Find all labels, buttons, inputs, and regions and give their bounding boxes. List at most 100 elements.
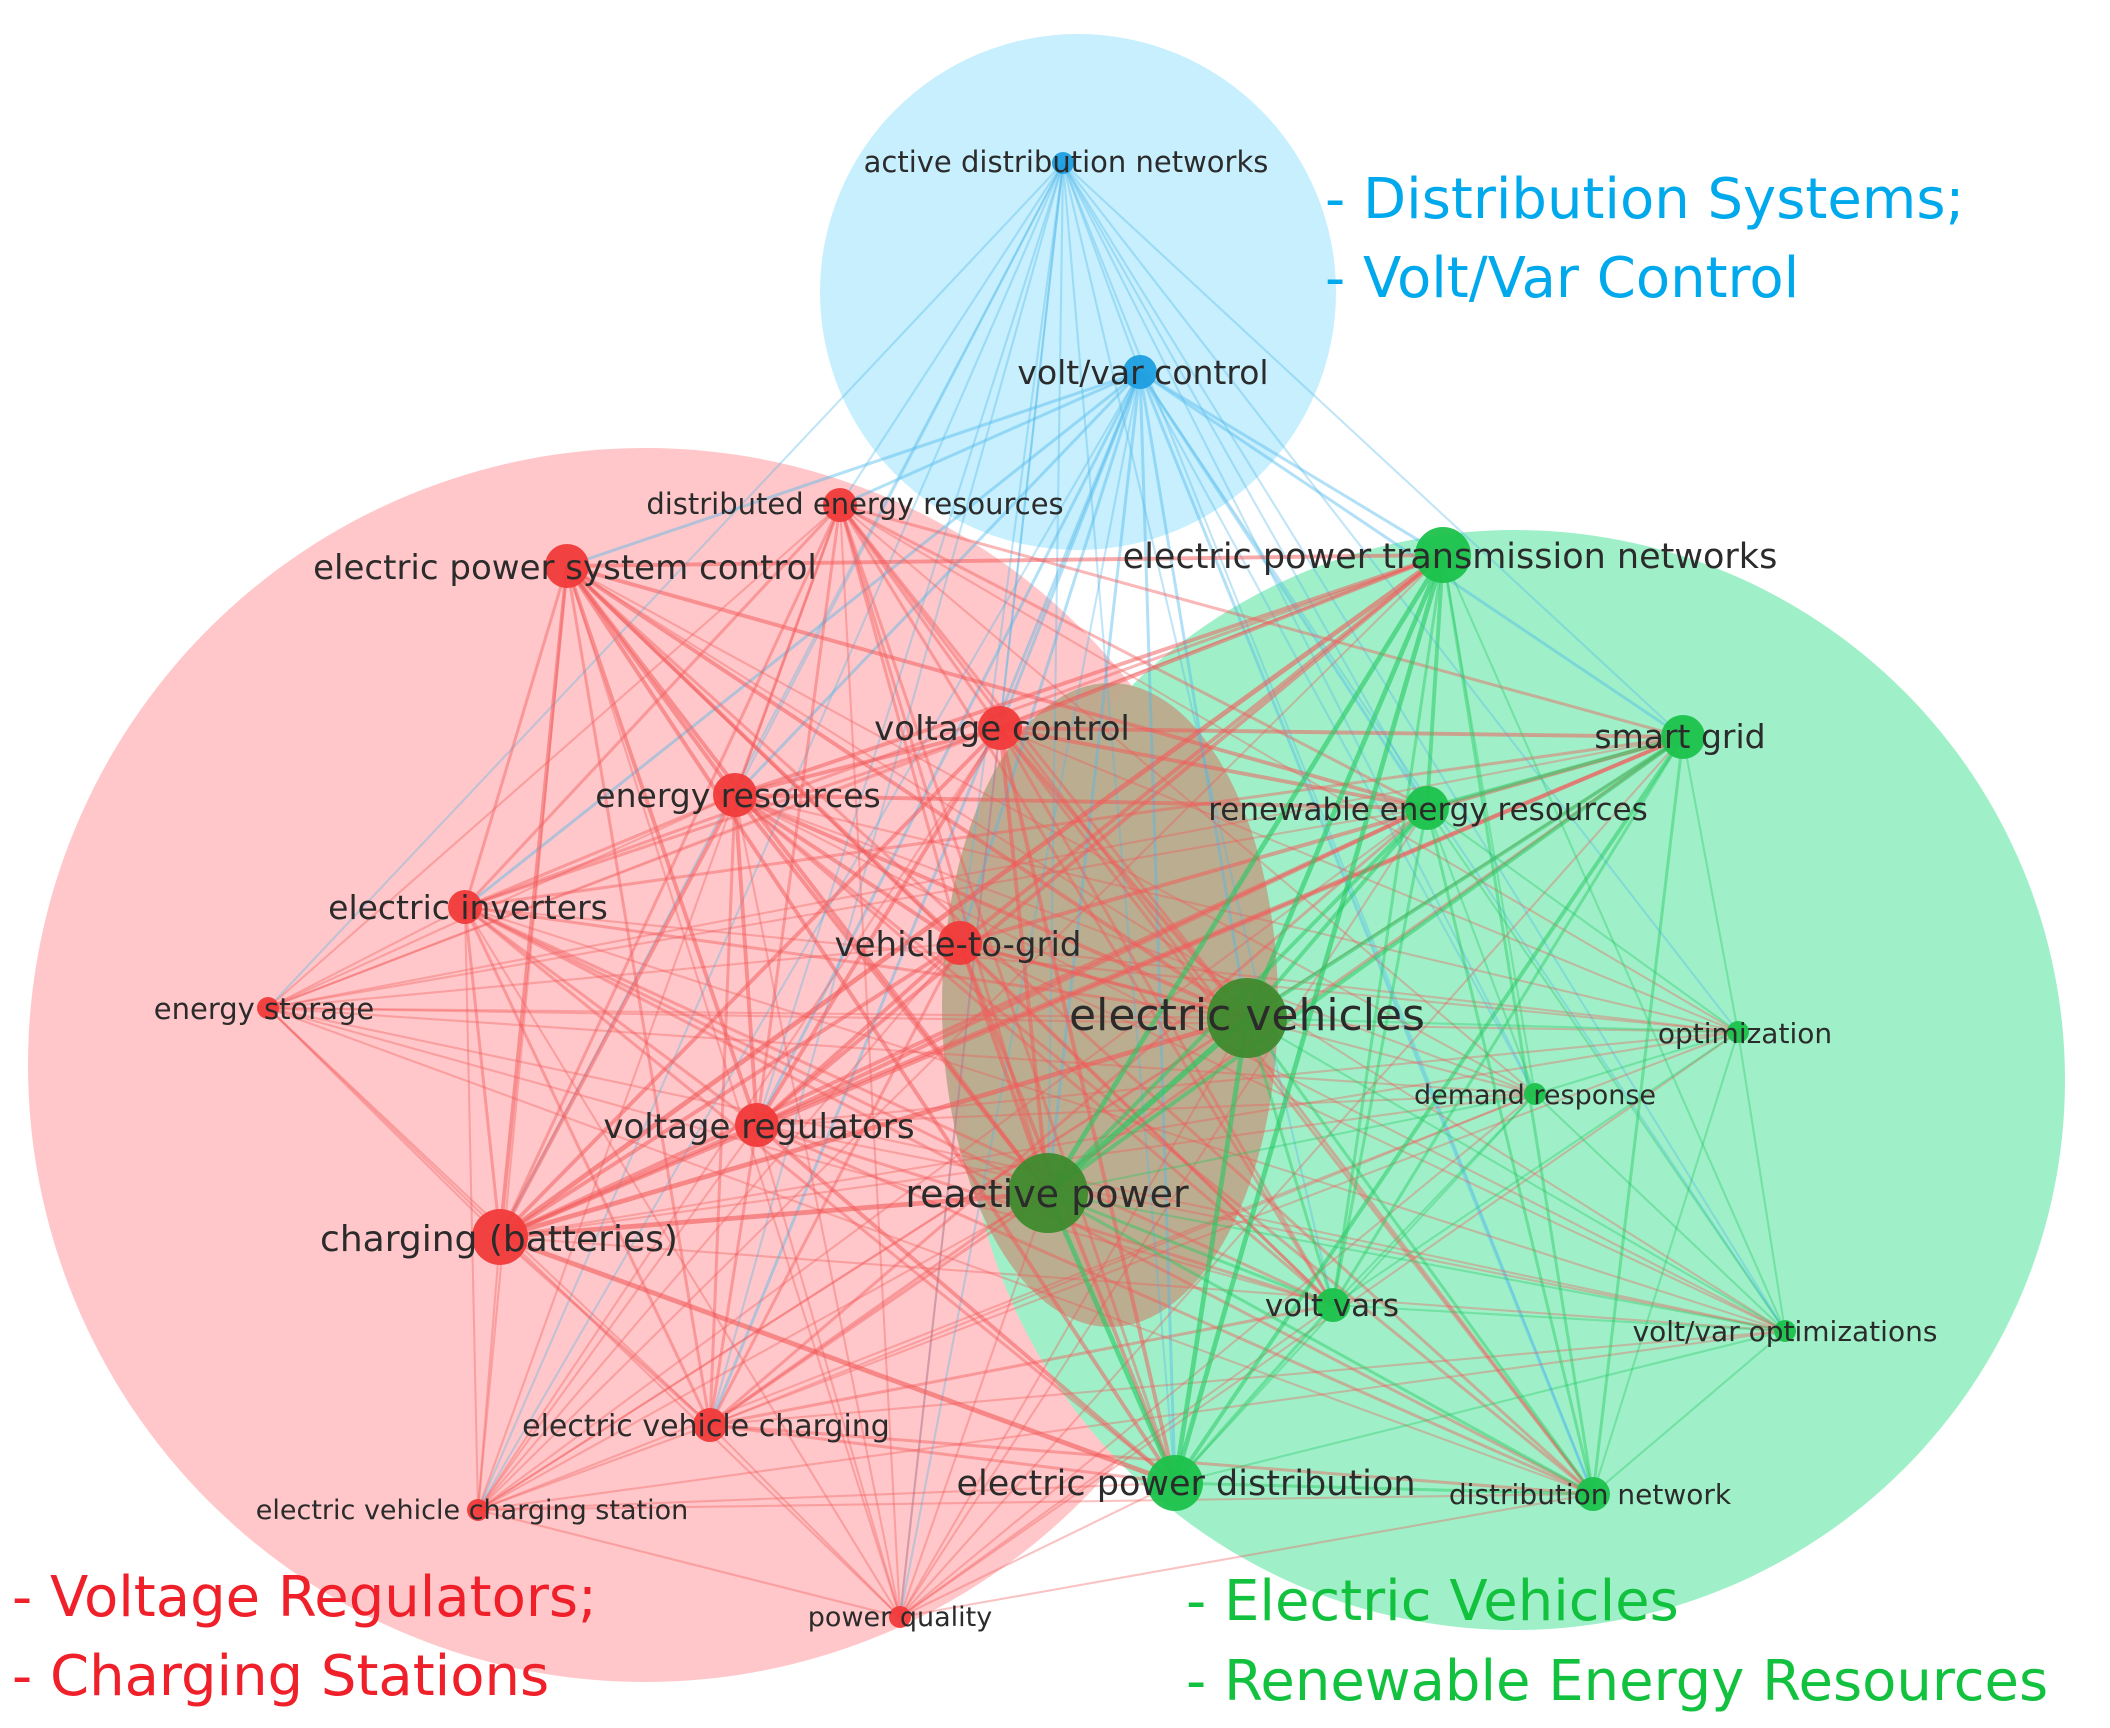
link-v2g-cb bbox=[498, 941, 962, 1239]
node-epd[interactable] bbox=[1147, 1455, 1203, 1511]
link-ei-vvo bbox=[464, 906, 1786, 1332]
node-label-evcs: electric vehicle charging station bbox=[256, 1495, 688, 1526]
node-evc[interactable] bbox=[693, 1408, 727, 1442]
link-der-epd bbox=[838, 504, 1177, 1484]
node-vr[interactable] bbox=[735, 1103, 779, 1147]
link-der-rer bbox=[839, 503, 1428, 810]
link-vvo-epd bbox=[1174, 1329, 1786, 1485]
node-label-ei: electric inverters bbox=[328, 888, 608, 927]
link-vc-er bbox=[734, 726, 1001, 797]
link-der-vc bbox=[838, 504, 1002, 729]
link-vv-vvo bbox=[1332, 1303, 1786, 1333]
node-pq[interactable] bbox=[889, 1606, 911, 1628]
node-sg[interactable] bbox=[1661, 715, 1705, 759]
link-pq-dr bbox=[899, 1093, 1536, 1618]
link-vc-vv bbox=[998, 727, 1335, 1306]
node-label-opt: optimization bbox=[1658, 1017, 1832, 1050]
link-sg-opt bbox=[1681, 736, 1740, 1033]
node-eptn[interactable] bbox=[1415, 527, 1471, 583]
link-adn-evcs bbox=[477, 162, 1064, 1511]
link-adn-vr bbox=[755, 162, 1065, 1126]
link-rer-ev bbox=[1245, 806, 1429, 1020]
link-evcs-epd bbox=[477, 1481, 1176, 1512]
node-rer[interactable] bbox=[1405, 786, 1449, 830]
node-label-adn: active distribution networks bbox=[864, 145, 1269, 179]
node-label-vv: volt vars bbox=[1265, 1288, 1399, 1324]
link-adn-dr bbox=[1062, 162, 1536, 1095]
node-vvo[interactable] bbox=[1774, 1320, 1796, 1342]
link-es-ev bbox=[267, 1006, 1248, 1020]
node-epsc[interactable] bbox=[545, 544, 589, 588]
link-cb-eptn bbox=[498, 553, 1445, 1239]
node-vv[interactable] bbox=[1316, 1288, 1350, 1322]
node-vvc[interactable] bbox=[1123, 355, 1157, 389]
link-rer-vv bbox=[1331, 807, 1429, 1306]
red-cluster-bubble bbox=[28, 448, 1262, 1682]
node-opt[interactable] bbox=[1727, 1021, 1749, 1043]
link-cb-evc bbox=[498, 1235, 712, 1427]
link-cb-rp bbox=[499, 1190, 1049, 1240]
link-evc-vv bbox=[709, 1303, 1334, 1427]
node-adn[interactable] bbox=[1052, 152, 1074, 174]
link-der-evcs bbox=[477, 504, 841, 1511]
link-vvc-evc bbox=[708, 371, 1142, 1426]
link-es-pq bbox=[267, 1007, 901, 1618]
node-label-dn: distribution network bbox=[1449, 1478, 1732, 1511]
node-es[interactable] bbox=[257, 997, 279, 1019]
link-eptn-dr bbox=[1441, 554, 1537, 1095]
node-dn[interactable] bbox=[1576, 1477, 1610, 1511]
link-ev-epd bbox=[1172, 1017, 1250, 1484]
node-dr[interactable] bbox=[1524, 1083, 1546, 1105]
link-v2g-vvo bbox=[959, 942, 1786, 1332]
link-eptn-ev bbox=[1244, 554, 1446, 1019]
link-opt-dr bbox=[1534, 1030, 1739, 1096]
link-epsc-v2g bbox=[565, 564, 962, 945]
node-cb[interactable] bbox=[472, 1209, 528, 1265]
blue-cluster-line-1: - Distribution Systems; bbox=[1325, 167, 1964, 232]
link-vvc-rer bbox=[1138, 371, 1429, 809]
link-es-sg bbox=[267, 735, 1684, 1010]
red-cluster-line-1: - Voltage Regulators; bbox=[12, 1565, 597, 1630]
node-er[interactable] bbox=[713, 773, 757, 817]
link-er-rer bbox=[734, 793, 1428, 810]
link-der-dr bbox=[839, 504, 1536, 1095]
node-v2g[interactable] bbox=[938, 921, 982, 965]
node-rp[interactable] bbox=[1008, 1153, 1088, 1233]
link-adn-v2g bbox=[958, 162, 1065, 944]
node-ev[interactable] bbox=[1207, 978, 1287, 1058]
link-er-eptn bbox=[734, 553, 1444, 797]
link-er-cb bbox=[498, 794, 737, 1238]
node-label-rer: renewable energy resources bbox=[1208, 792, 1648, 828]
link-adn-er bbox=[734, 162, 1064, 796]
node-vc[interactable] bbox=[978, 706, 1022, 750]
link-cb-dr bbox=[499, 1092, 1536, 1239]
node-label-rp: reactive power bbox=[905, 1172, 1189, 1216]
node-label-es: energy storage bbox=[154, 992, 374, 1026]
node-der[interactable] bbox=[823, 488, 857, 522]
link-vc-sg bbox=[999, 726, 1684, 739]
link-vc-opt bbox=[999, 727, 1739, 1033]
node-evcs[interactable] bbox=[467, 1499, 489, 1521]
link-sg-dn bbox=[1591, 736, 1685, 1495]
link-pq-rp bbox=[899, 1192, 1049, 1618]
link-vvc-rp bbox=[1046, 371, 1142, 1194]
link-vvc-ei bbox=[464, 370, 1141, 909]
link-es-eptn bbox=[267, 554, 1444, 1009]
node-ei[interactable] bbox=[448, 890, 482, 924]
link-vr-epd bbox=[755, 1123, 1177, 1485]
link-lines bbox=[267, 162, 1787, 1619]
link-vc-cb bbox=[498, 726, 1002, 1239]
link-pq-opt bbox=[899, 1031, 1739, 1618]
link-epsc-vr bbox=[565, 565, 759, 1126]
link-sg-epd bbox=[1173, 735, 1685, 1485]
link-vc-pq bbox=[898, 727, 1002, 1618]
link-cb-vvo bbox=[499, 1235, 1786, 1333]
link-adn-vvc bbox=[1062, 162, 1141, 373]
link-ev-vv bbox=[1245, 1017, 1335, 1306]
link-vr-evcs bbox=[477, 1124, 758, 1511]
link-opt-dn bbox=[1591, 1031, 1740, 1495]
link-epsc-ei bbox=[463, 565, 569, 908]
node-label-ev: electric vehicles bbox=[1069, 990, 1425, 1041]
link-der-ei bbox=[463, 503, 842, 909]
